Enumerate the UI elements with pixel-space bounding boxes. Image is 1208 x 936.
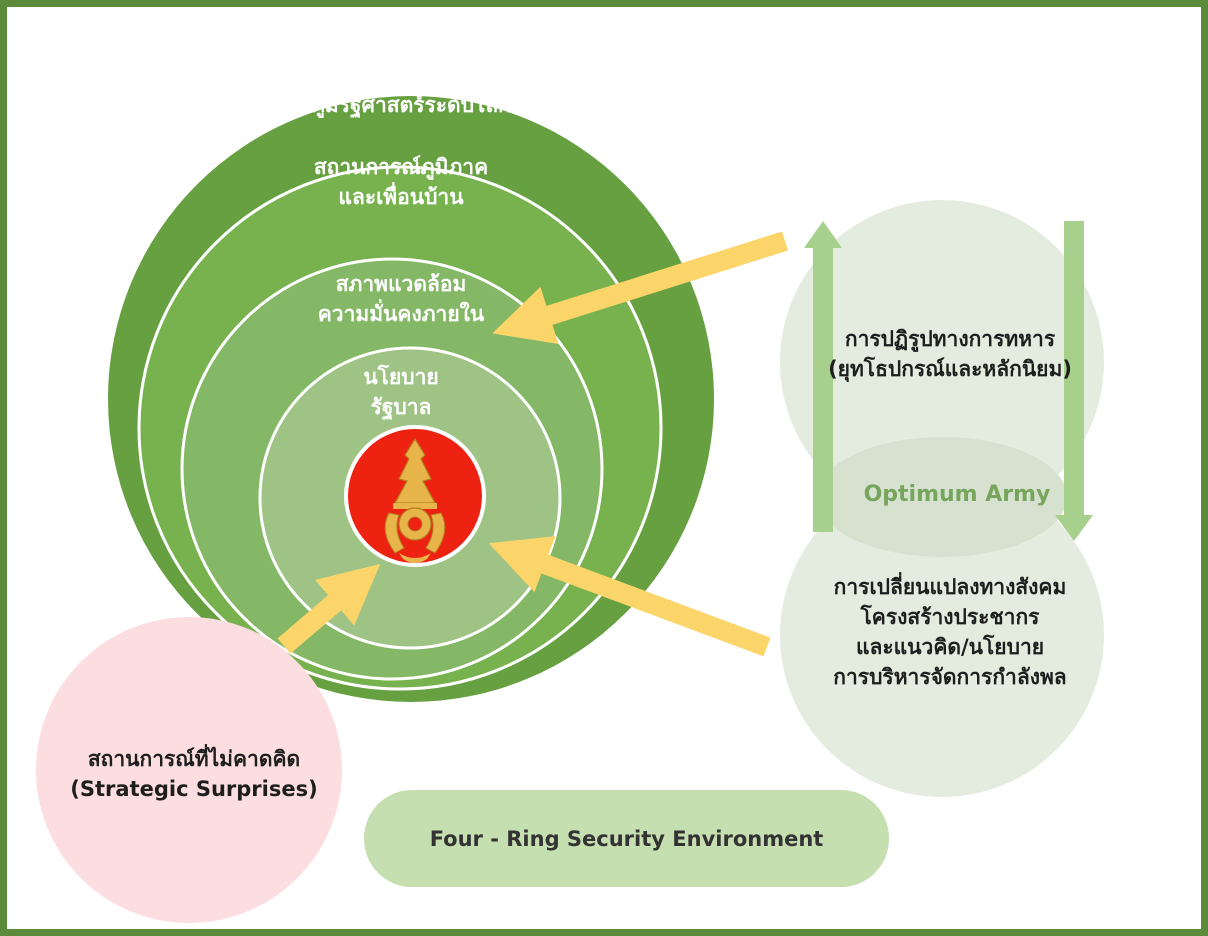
right-bottom-circle [780,473,1104,797]
surprise-circle [36,617,342,923]
arrow-up-icon [804,221,842,532]
arrow-from-surprise [277,563,381,654]
optimum-army-label: Optimum Army [863,482,1051,507]
royal-thai-army-emblem-icon [344,425,486,567]
four-ring-title-pill: Four - Ring Security Environment [364,790,889,887]
strategic-surprise-label: สถานการณ์ที่ไม่คาดคิด (Strategic Surpris… [70,747,318,801]
right-top-circle [780,200,1104,524]
ring-global-label: ภูมิรัฐศาสตร์ระดับโลก [311,93,511,117]
four-ring-title: Four - Ring Security Environment [429,826,824,851]
ring-regional-label: สถานการณ์ภูมิภาค และเพื่อนบ้าน [313,155,489,209]
overlap-lens [817,437,1067,557]
arrow-from-military-reform [492,231,789,344]
arrow-down-icon [1055,221,1093,541]
arrow-from-social-change [488,536,771,657]
military-reform-label: การปฏิรูปทางการทหาร (ยุทโธปกรณ์และหลักนิ… [828,327,1072,381]
social-change-label: การเปลี่ยนแปลงทางสังคม โครงสร้างประชากร … [833,575,1067,689]
diagram-canvas [36,96,1104,923]
ring-internal-label: สภาพแวดล้อม ความมั่นคงภายใน [317,272,485,326]
ring-policy-label: นโยบาย รัฐบาล [363,365,439,419]
